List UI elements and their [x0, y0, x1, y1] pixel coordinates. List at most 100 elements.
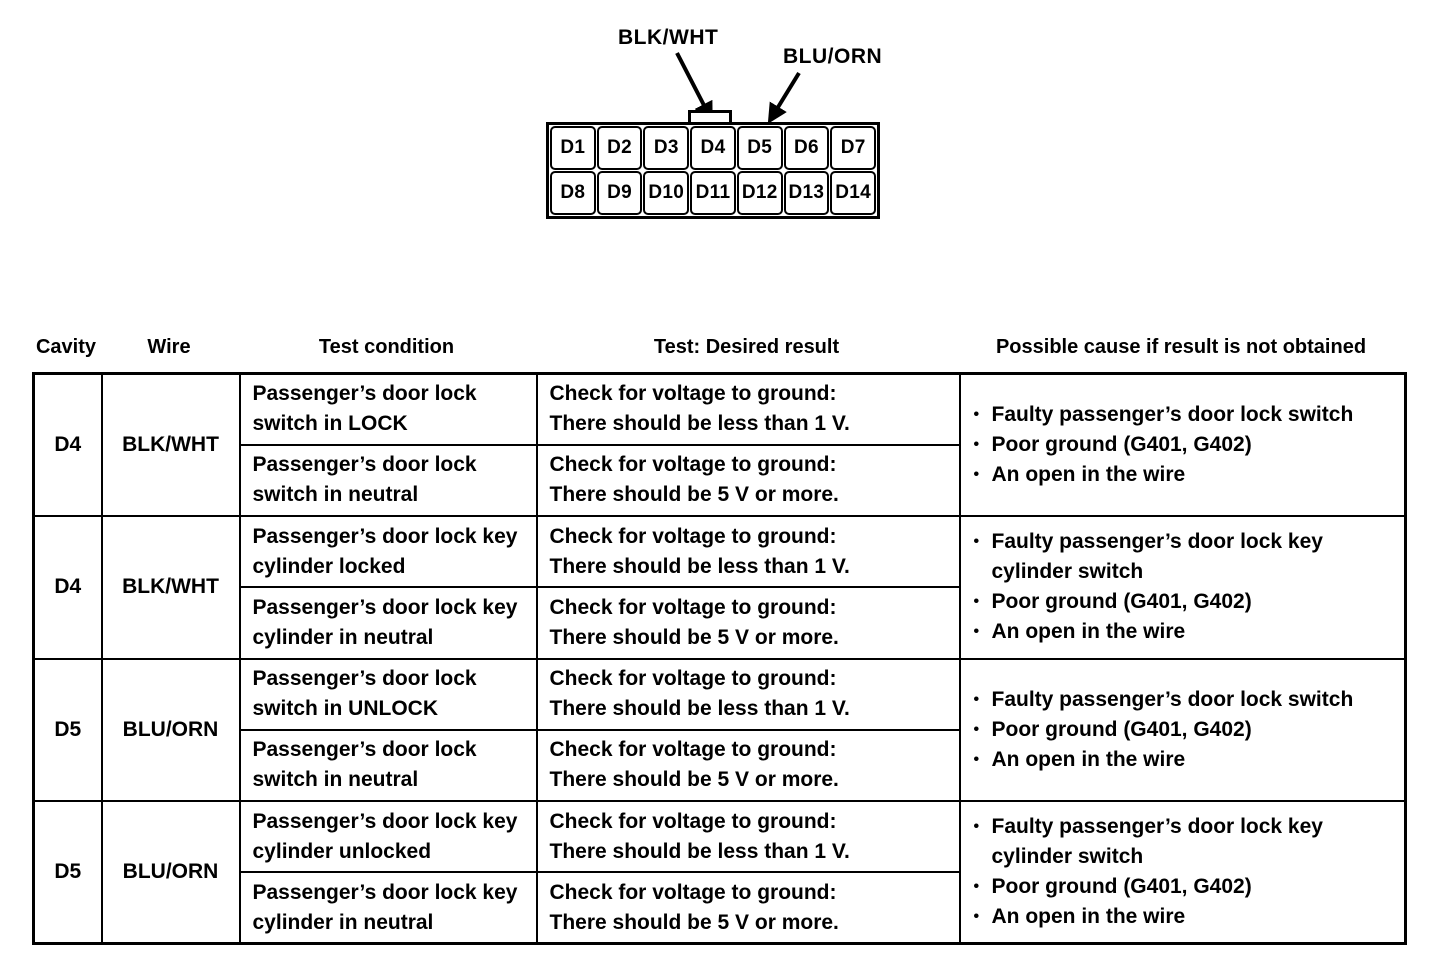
- result-line: Check for voltage to ground:: [549, 595, 837, 619]
- bullet-icon: •: [973, 750, 980, 768]
- result-line: There should be less than 1 V.: [549, 697, 850, 721]
- cause-item: • An open in the wire: [974, 745, 1397, 775]
- result-line: There should be less than 1 V.: [549, 839, 850, 863]
- cause-item: • An open in the wire: [974, 460, 1397, 490]
- pin-d3: D3: [643, 126, 690, 170]
- result-line: Check for voltage to ground:: [549, 738, 837, 762]
- desired-result-cell: Check for voltage to ground: There shoul…: [535, 372, 961, 446]
- bullet-icon: •: [973, 623, 980, 641]
- cavity-cell: D4: [32, 372, 103, 517]
- bullet-icon: •: [973, 466, 980, 483]
- cause-item: •Poor ground (G401, G402): [974, 715, 1397, 745]
- cause-text: Faulty passenger’s door lock key cylinde…: [991, 530, 1323, 584]
- cause-text: An open in the wire: [991, 747, 1186, 771]
- pin-d7: D7: [830, 126, 876, 170]
- cause-item: • Faulty passenger’s door lock switch: [974, 400, 1397, 430]
- test-condition-cell: Passenger’s door lock key cylinder unloc…: [238, 799, 538, 874]
- wire-cell: BLK/WHT: [100, 372, 241, 517]
- desired-result-cell: Check for voltage to ground: There shoul…: [535, 657, 961, 731]
- cause-item: • Faulty passenger’s door lock key cylind…: [974, 812, 1397, 872]
- wire-cell: BLU/ORN: [100, 800, 241, 945]
- header-test-condition: Test condition: [318, 336, 455, 358]
- pointer-arrows: [675, 52, 801, 124]
- blu-orn-arrow-icon: [767, 71, 801, 124]
- header-wire: Wire: [147, 336, 191, 358]
- test-condition-cell: Passenger’s door lock switch in neutral: [238, 728, 538, 803]
- pin-d4: D4: [690, 126, 736, 170]
- header-possible-cause: Possible cause if result is not obtained: [995, 336, 1367, 358]
- cause-item: • Faulty passenger’s door lock switch: [974, 685, 1397, 715]
- possible-causes-cell: • Faulty passenger’s door lock switch • Po…: [958, 372, 1407, 517]
- test-condition-cell: Passenger’s door lock key cylinder in ne…: [238, 586, 538, 660]
- cause-item: • Poor ground (G401, G402): [974, 872, 1397, 902]
- table-row: Passenger’s door lock key cylinder in ne…: [34, 586, 1406, 660]
- desired-result-cell: Check for voltage to ground: There shoul…: [535, 443, 961, 518]
- result-line: Check for voltage to ground:: [549, 809, 837, 833]
- result-line: There should be 5 V or more.: [549, 625, 839, 649]
- test-condition-cell: Passenger’s door lock key cylinder in ne…: [238, 871, 538, 945]
- cause-text: An open in the wire: [991, 463, 1186, 486]
- pin-d9: D9: [596, 171, 643, 215]
- wire-cell: BLU/ORN: [100, 657, 241, 802]
- test-condition-cell: Passenger’s door lock key cylinder locke…: [238, 514, 538, 589]
- possible-causes-cell: • Faulty passenger’s door lock key cylind…: [958, 800, 1407, 945]
- cavity-cell: D5: [32, 657, 103, 802]
- cavity-cell: D4: [32, 515, 103, 660]
- result-line: There should be 5 V or more.: [549, 768, 839, 792]
- cause-text: Faulty passenger’s door lock key cylinde…: [991, 815, 1323, 868]
- test-table: D4 BLK/WHT Passenger’s door lock switch …: [32, 372, 1407, 945]
- bullet-icon: •: [973, 436, 980, 453]
- cause-text: Poor ground (G401, G402): [991, 875, 1252, 898]
- cause-text: Faulty passenger’s door lock switch: [991, 403, 1354, 426]
- bullet-icon: •: [973, 908, 980, 925]
- table-row: Passenger’s door lock switch in neutral …: [34, 728, 1406, 803]
- cause-item: • Poor ground (G401, G402): [974, 430, 1397, 460]
- desired-result-cell: Check for voltage to ground: There shoul…: [535, 871, 961, 945]
- result-line: Check for voltage to ground:: [549, 453, 837, 477]
- result-line: There should be 5 V or more.: [549, 910, 839, 934]
- table-row: D5 BLU/ORN Passenger’s door lock switch …: [32, 657, 1407, 802]
- pin-d14: D14: [830, 171, 876, 215]
- cause-item: • An open in the wire: [974, 902, 1397, 932]
- bullet-icon: •: [973, 690, 980, 708]
- cause-text: An open in the wire: [991, 620, 1186, 644]
- result-line: Check for voltage to ground:: [549, 667, 837, 691]
- bullet-icon: •: [973, 818, 980, 835]
- wire-label-blk-wht: BLK/WHT: [618, 26, 719, 49]
- cause-item: • Faulty passenger’s door lock key cylind…: [974, 527, 1397, 587]
- cause-item: • Poor ground (G401, G402): [974, 587, 1397, 617]
- pin-d10: D10: [643, 171, 690, 215]
- bullet-icon: •: [973, 406, 980, 423]
- cause-text: Faulty passenger’s door lock switch: [991, 687, 1354, 711]
- desired-result-cell: Check for voltage to ground: There shoul…: [535, 586, 961, 660]
- pin-d13: D13: [783, 171, 830, 215]
- cause-text: Poor ground (G401, G402): [991, 590, 1252, 614]
- table-row: Passenger’s door lock key cylinder in ne…: [34, 871, 1406, 945]
- table-row: D4 BLK/WHT Passenger’s door lock switch …: [32, 372, 1407, 517]
- connector-body: D1 D2 D3 D4 D5 D6 D7 D8 D9 D10 D11 D12 D…: [546, 122, 880, 219]
- result-line: Check for voltage to ground:: [549, 880, 837, 904]
- pin-d8: D8: [550, 171, 596, 215]
- bullet-icon: •: [973, 593, 980, 611]
- table-row: D5 BLU/ORN Passenger’s door lock key cyl…: [32, 799, 1407, 945]
- pin-d11: D11: [690, 171, 736, 215]
- table-row: D4 BLK/WHT Passenger’s door lock key cyl…: [32, 514, 1407, 660]
- result-line: There should be less than 1 V.: [549, 412, 850, 436]
- cause-text: An open in the wire: [991, 905, 1186, 928]
- desired-result-cell: Check for voltage to ground: There shoul…: [535, 799, 961, 874]
- possible-causes-cell: •Faulty passenger’s door lock switch •Po…: [958, 657, 1407, 802]
- possible-causes-cell: • Faulty passenger’s door lock key cylind…: [958, 515, 1407, 660]
- bullet-icon: •: [973, 878, 980, 895]
- bullet-icon: •: [973, 533, 980, 551]
- test-condition-cell: Passenger’s door lock switch in neutral: [238, 443, 538, 518]
- cause-text: Poor ground (G401, G402): [991, 433, 1252, 456]
- pin-d6: D6: [783, 126, 830, 170]
- result-line: There should be 5 V or more.: [549, 483, 839, 507]
- table-column-headers: Cavity Wire Test condition Test: Desired…: [32, 336, 1404, 366]
- cause-text: Poor ground (G401, G402): [991, 717, 1252, 741]
- blk-wht-arrow-icon: [675, 52, 713, 123]
- connector-latch-tab: [688, 110, 732, 123]
- header-desired-result: Test: Desired result: [653, 336, 840, 358]
- cavity-cell: D5: [32, 800, 103, 945]
